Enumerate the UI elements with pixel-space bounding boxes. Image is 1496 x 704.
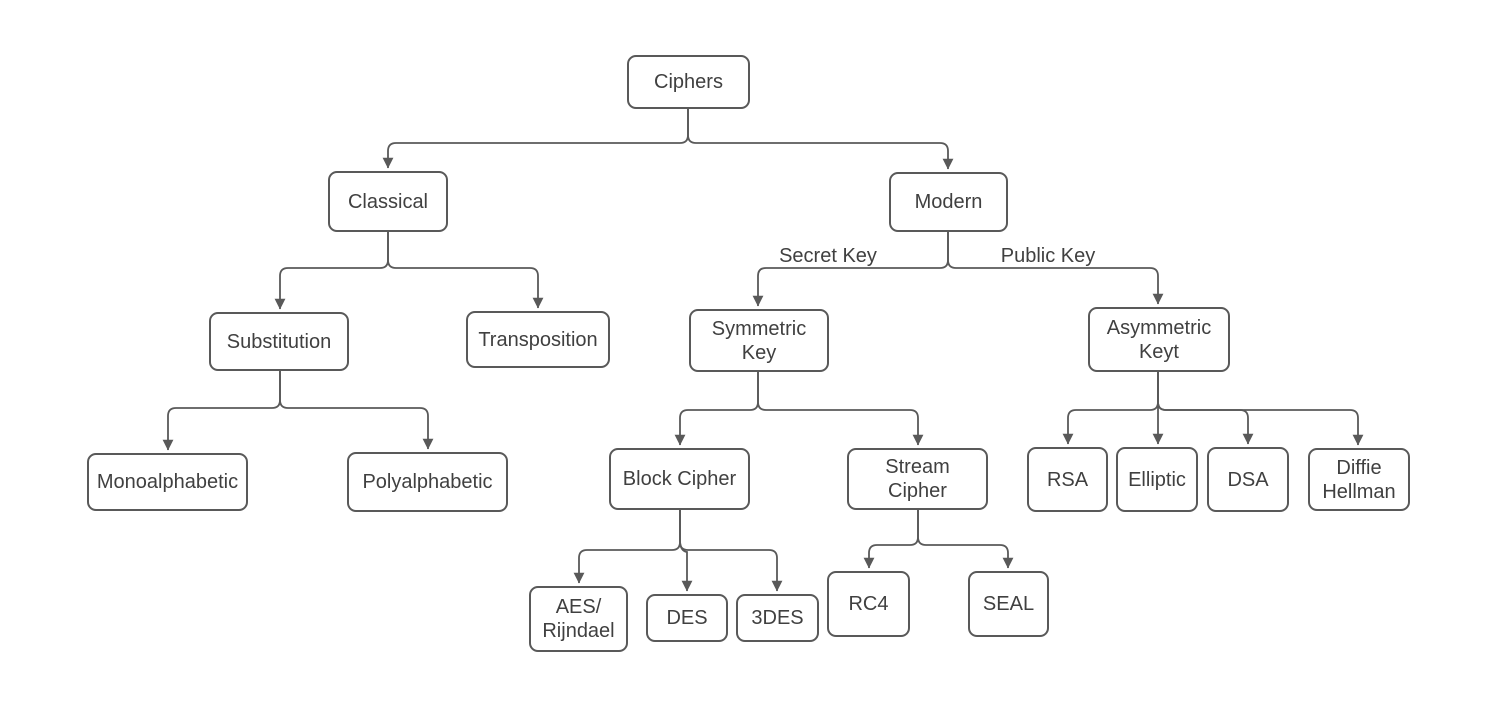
node-monoalphabetic: Monoalphabetic [87,453,248,511]
edge-symmetric-stream-cipher [757,372,924,446]
edge-label-public-key: Public Key [980,245,1116,267]
edge-block-3des [679,510,783,592]
node-rc4-label: RC4 [848,593,889,615]
node-elliptic: Elliptic [1116,447,1198,512]
edge-modern-asymmetric [947,232,1164,305]
node-classical-label: Classical [347,190,429,213]
node-block-cipher: Block Cipher [609,448,750,510]
node-rc4: RC4 [827,571,910,637]
edge-substitution-polyalphabetic [279,371,434,450]
edge-classical-substitution [274,232,389,310]
edge-label-secret-key: Secret Key [760,245,896,267]
node-seal: SEAL [968,571,1049,637]
node-substitution: Substitution [209,312,349,371]
edge-asymmetric-rsa [1062,372,1159,445]
node-substitution-label: Substitution [226,330,332,353]
node-stream-cipher-label: Stream Cipher [885,456,950,502]
edge-classical-transposition [387,232,544,309]
node-des-label: DES [666,607,708,629]
node-aes-rijndael-label: AES/ Rijndael [542,596,615,642]
node-aes-rijndael: AES/ Rijndael [529,586,628,652]
node-rsa-label: RSA [1046,468,1089,491]
node-polyalphabetic-label: Polyalphabetic [362,471,493,493]
node-asymmetric-key-label: Asymmetric Keyt [1106,316,1212,363]
edge-ciphers-classical [382,109,689,169]
node-stream-cipher: Stream Cipher [847,448,988,510]
node-monoalphabetic-label: Monoalphabetic [96,471,239,493]
node-dsa-label: DSA [1227,468,1269,491]
node-transposition-label: Transposition [478,328,598,351]
node-asymmetric-key: Asymmetric Keyt [1088,307,1230,372]
edge-modern-symmetric [752,232,949,307]
node-symmetric-key-label: Symmetric Key [711,317,807,364]
node-transposition: Transposition [466,311,610,368]
node-3des: 3DES [736,594,819,642]
node-rsa: RSA [1027,447,1108,512]
node-diffie-hellman-label: Diffie Hellman [1322,456,1396,503]
edge-symmetric-block-cipher [674,372,759,446]
node-3des-label: 3DES [751,607,804,629]
node-seal-label: SEAL [982,593,1035,615]
edge-asymmetric-dsa [1157,372,1254,445]
edge-substitution-monoalphabetic [162,371,281,451]
edge-stream-rc4 [863,510,919,569]
node-ciphers-label: Ciphers [654,71,723,93]
node-des: DES [646,594,728,642]
node-polyalphabetic: Polyalphabetic [347,452,508,512]
node-dsa: DSA [1207,447,1289,512]
node-elliptic-label: Elliptic [1128,468,1186,491]
edge-block-aes [573,510,681,584]
node-diffie-hellman: Diffie Hellman [1308,448,1410,511]
edge-stream-seal [917,510,1014,569]
node-modern: Modern [889,172,1008,232]
edge-asymmetric-diffie [1157,372,1364,446]
node-modern-label: Modern [914,191,983,213]
edge-ciphers-modern [687,109,954,170]
node-block-cipher-label: Block Cipher [622,468,737,490]
node-ciphers: Ciphers [627,55,750,109]
node-classical: Classical [328,171,448,232]
node-symmetric-key: Symmetric Key [689,309,829,372]
